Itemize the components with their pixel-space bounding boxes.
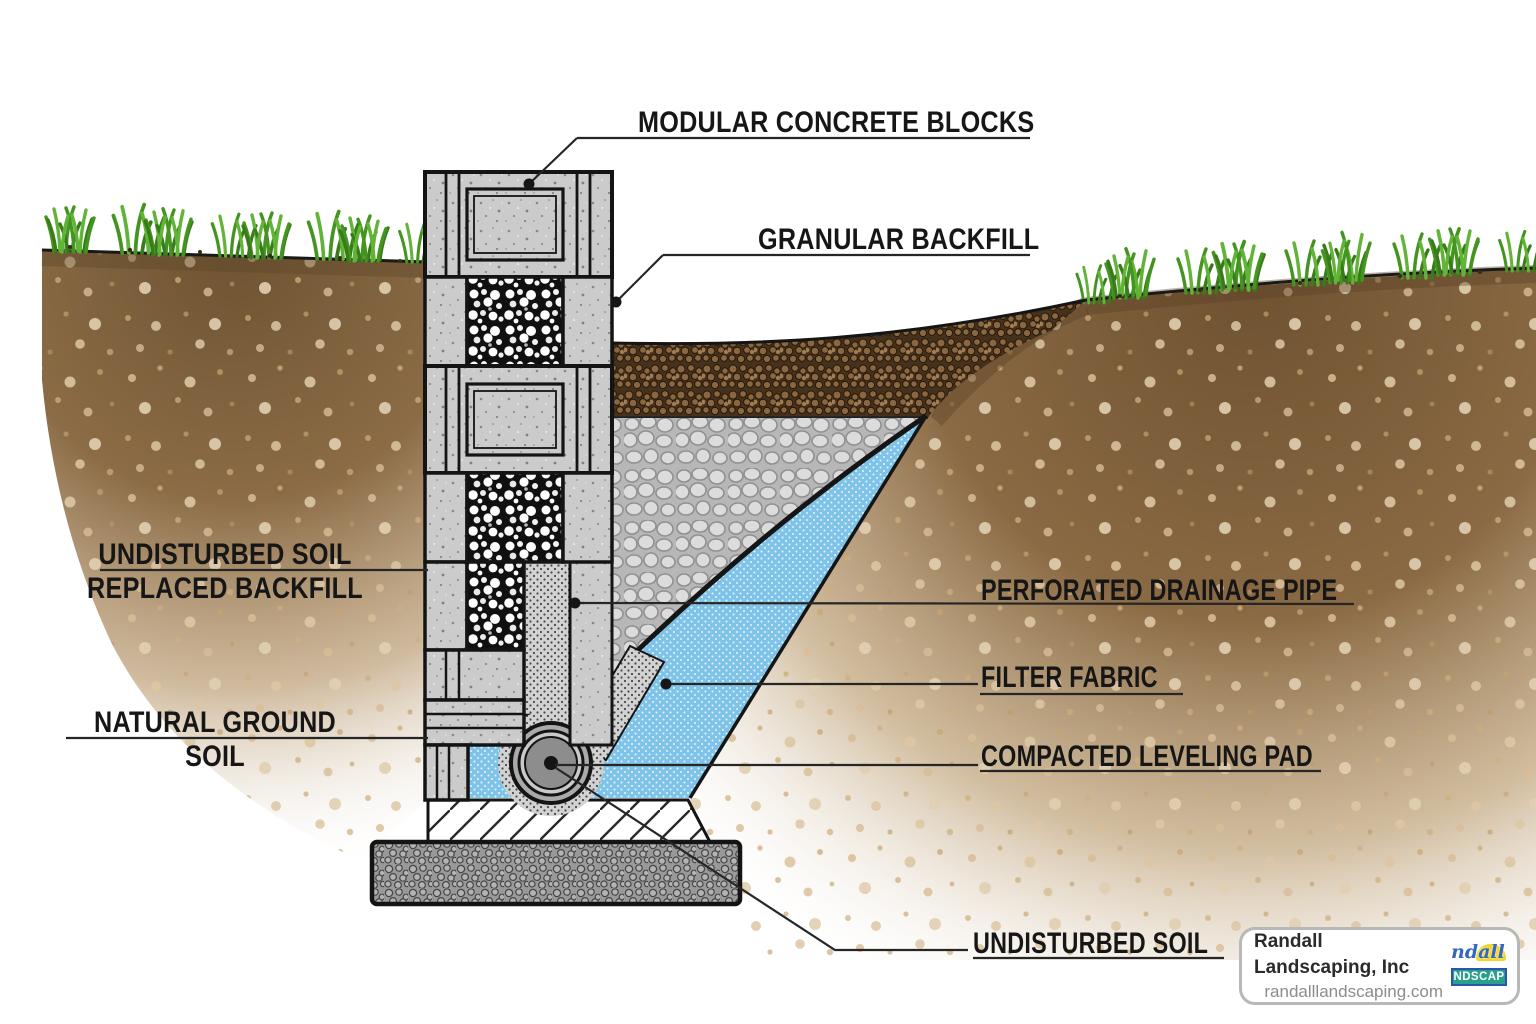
pipe-center-dot xyxy=(544,756,558,770)
logo-sun-icon xyxy=(1476,944,1506,961)
company-website: randalllandscaping.com xyxy=(1264,981,1443,1001)
label-perforated-drainage-pipe: PERFORATED DRAINAGE PIPE xyxy=(981,574,1338,607)
label-undisturbed-soil-bottom: UNDISTURBED SOIL xyxy=(973,927,1209,960)
drain-column-fabric xyxy=(522,560,572,717)
grass-right xyxy=(1075,227,1536,305)
granular-backfill xyxy=(604,418,922,702)
label-undisturbed-soil-replaced-backfill: UNDISTURBED SOIL REPLACED BACKFILL xyxy=(60,538,390,606)
grass-left xyxy=(44,202,443,264)
branding-text: Randall Landscaping, Inc randalllandscap… xyxy=(1254,929,1443,1002)
label-compacted-leveling-pad: COMPACTED LEVELING PAD xyxy=(981,740,1313,773)
filter-fabric-zone xyxy=(468,413,928,799)
label-natural-ground-soil: NATURAL GROUND SOIL xyxy=(94,706,336,773)
logo-script-text: ndall xyxy=(1451,944,1505,963)
company-logo: ndall NDSCAP xyxy=(1451,944,1507,988)
right-soil-mound xyxy=(690,265,1536,960)
company-name: Randall Landscaping, Inc xyxy=(1254,931,1410,978)
label-undisturbed-soil-left: UNDISTURBED SOIL xyxy=(98,538,352,571)
label-modular-concrete-blocks: MODULAR CONCRETE BLOCKS xyxy=(638,106,1035,139)
label-replaced-backfill: REPLACED BACKFILL xyxy=(87,572,363,605)
label-granular-backfill: GRANULAR BACKFILL xyxy=(758,223,1040,256)
label-filter-fabric: FILTER FABRIC xyxy=(981,661,1158,694)
leader-lines xyxy=(66,136,1355,960)
logo-box-text: NDSCAP xyxy=(1451,968,1507,986)
branding-card: Randall Landscaping, Inc randalllandscap… xyxy=(1239,927,1520,1005)
retaining-wall xyxy=(423,170,614,802)
undisturbed-soil-footing xyxy=(369,839,743,907)
topsoil-pebble-band xyxy=(611,298,1087,419)
left-soil-mound xyxy=(41,248,429,860)
